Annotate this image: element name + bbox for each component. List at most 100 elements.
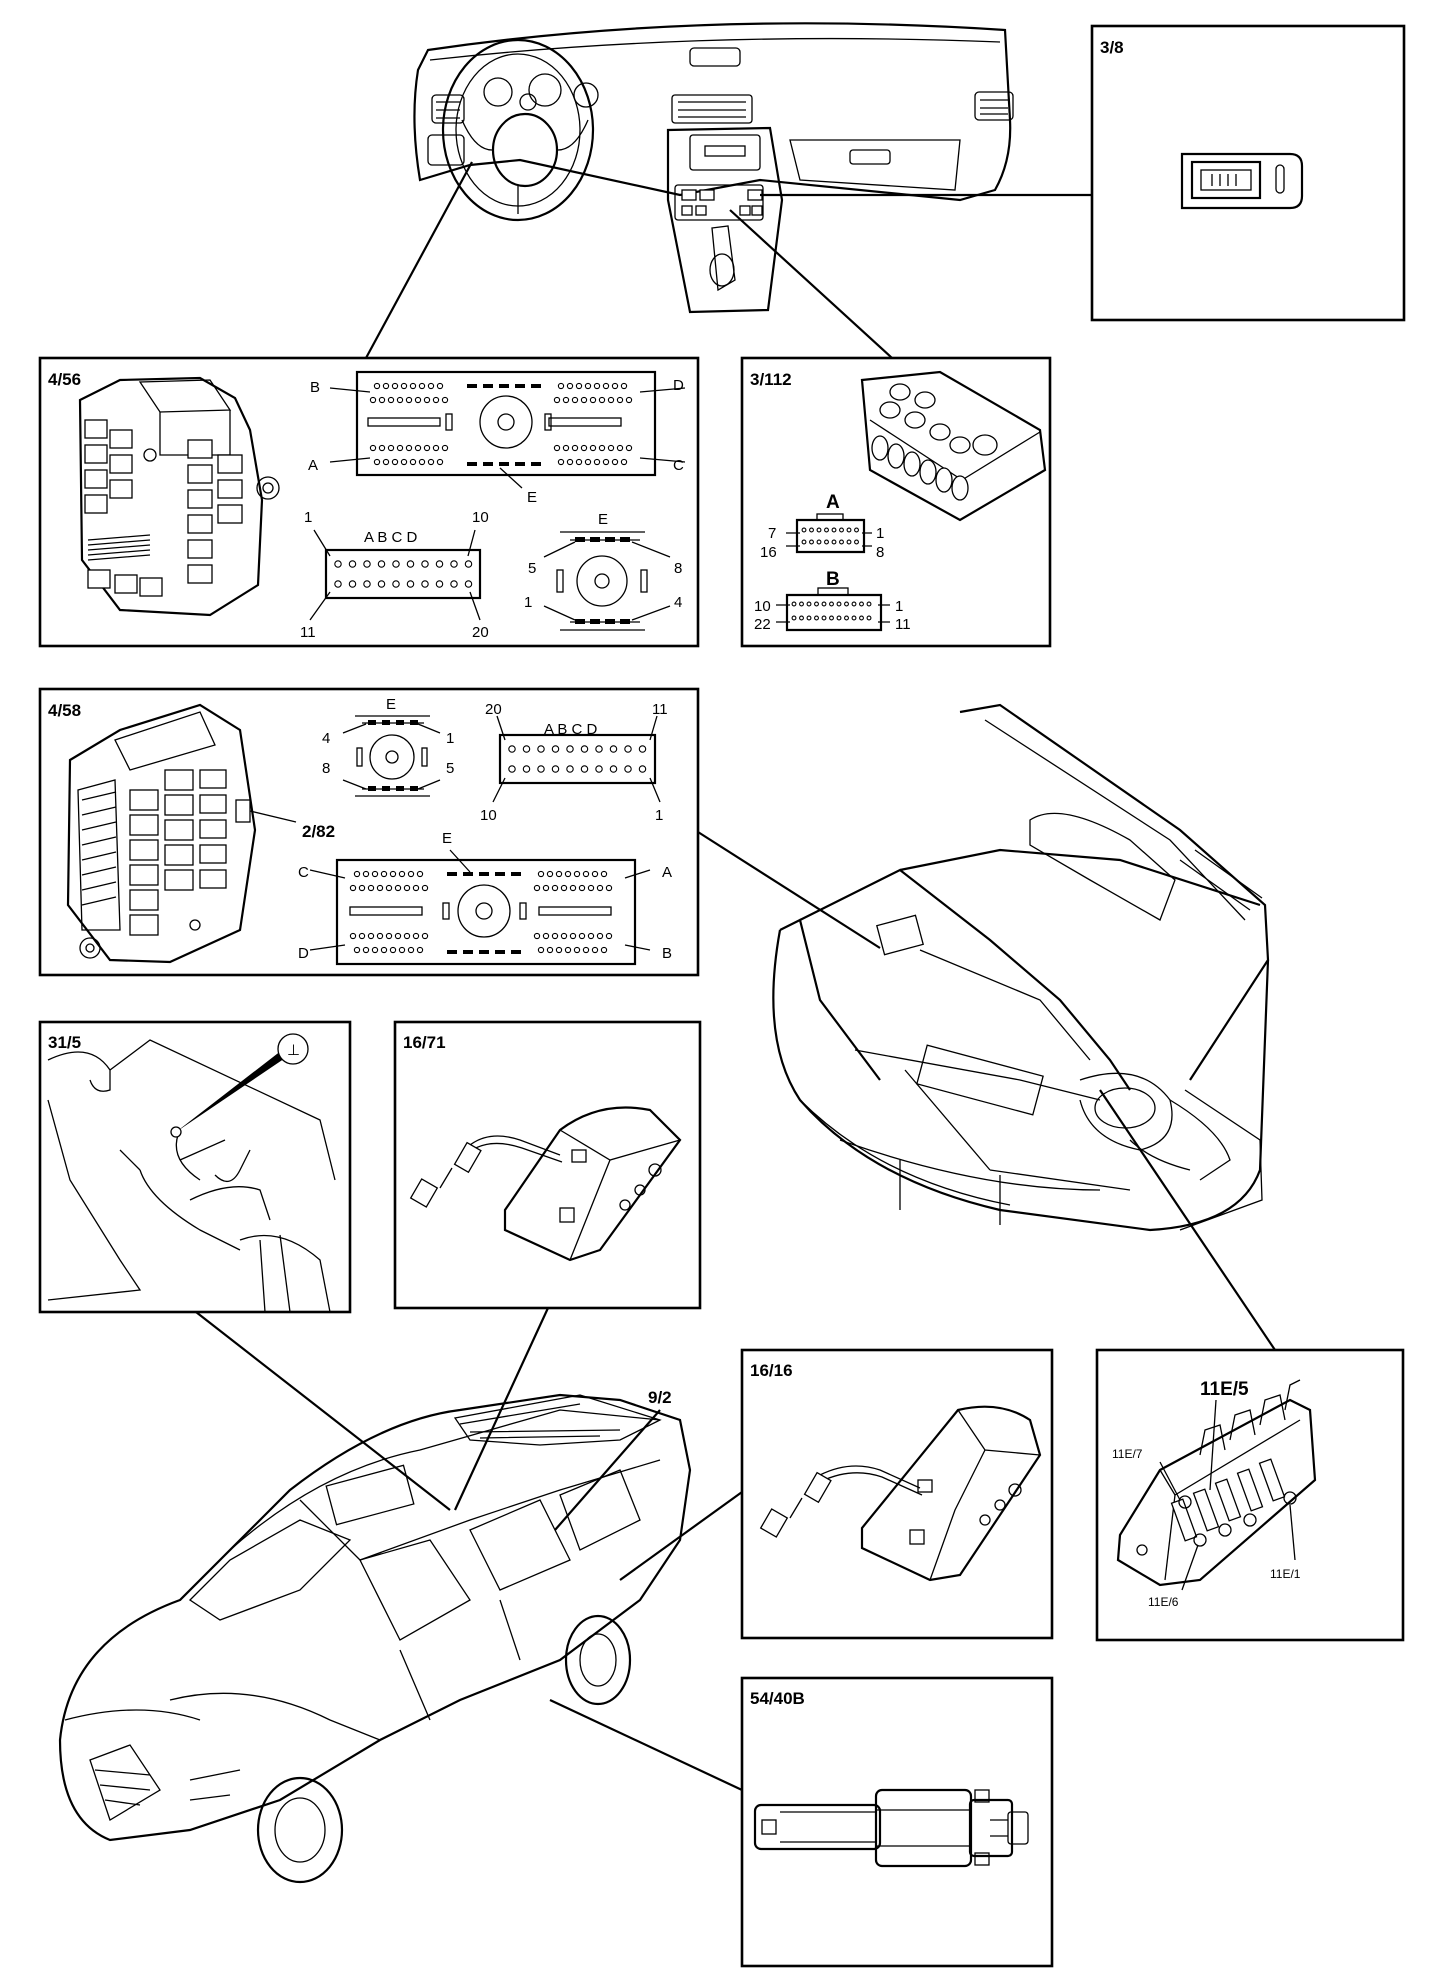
connector-slot: [511, 872, 521, 876]
connector-pin: [533, 932, 541, 940]
connector-pin: [836, 601, 842, 607]
connector-pin: [560, 884, 568, 892]
connector-pin: [392, 580, 400, 588]
strip-pin-10: 10: [480, 807, 497, 824]
connector-pin: [814, 615, 819, 621]
connector-pin: [371, 946, 379, 954]
connector-pin: [580, 396, 588, 404]
e-title: E: [598, 511, 608, 528]
connector-pin: [821, 601, 827, 607]
leader-lines: [195, 161, 1276, 1791]
rear-defrost-switch: [1180, 152, 1304, 210]
connector-slot: [463, 872, 473, 876]
connector-pin: [557, 382, 565, 390]
connector-b-label: B: [826, 569, 840, 590]
connector-pin: [582, 946, 590, 954]
e-pin-8: 8: [322, 760, 330, 777]
connector-pin: [551, 884, 559, 892]
panel-16-71: 16/71: [393, 1020, 702, 1310]
connector-pin: [416, 946, 424, 954]
connector-pin: [844, 601, 849, 607]
connector-pin: [414, 396, 422, 404]
panel-54-40b: 54/40B: [740, 1676, 1054, 1968]
conn-a-pin-1: 1: [876, 525, 884, 542]
connector-pin: [859, 615, 864, 621]
connector-pin: [377, 560, 386, 568]
connector-pin: [600, 946, 608, 954]
connector-pin: [432, 444, 440, 452]
connector-pin: [791, 615, 797, 621]
connector-pin: [533, 884, 541, 892]
connector-pin: [821, 615, 827, 621]
connector-pin: [575, 382, 583, 390]
connector-pin: [602, 458, 610, 466]
connector-pin: [591, 870, 599, 878]
car-illustration: [58, 1393, 692, 1884]
connector-pin: [607, 444, 615, 452]
connector-pin: [589, 444, 597, 452]
car-location-label: 9/2: [648, 1388, 672, 1407]
connector-pin: [806, 615, 812, 621]
connector-pin: [806, 601, 812, 607]
connector-pin: [353, 946, 361, 954]
connector-pin: [625, 396, 633, 404]
connector-pin: [566, 765, 574, 773]
conn-b-pin-10: 10: [754, 598, 771, 615]
connector-pin: [598, 396, 606, 404]
connector-pin: [522, 745, 531, 753]
panel-title: 16/16: [750, 1361, 793, 1380]
connector-pin: [591, 946, 599, 954]
connector-pin: [542, 932, 550, 940]
connector-pin: [542, 884, 550, 892]
connector-pin: [555, 946, 563, 954]
connector-pin: [407, 870, 415, 878]
connector-pin: [605, 932, 613, 940]
connector-pin: [423, 396, 431, 404]
connector-pin: [596, 932, 604, 940]
connector-pin: [580, 745, 589, 753]
connector-pin: [391, 382, 399, 390]
connector-pin: [801, 527, 807, 533]
connector-pin: [620, 382, 628, 390]
connector-pin: [624, 745, 632, 753]
connector-pin: [377, 580, 386, 588]
connector-pin: [382, 458, 390, 466]
connector-pin: [400, 458, 408, 466]
fuse-holder-assembly: [1116, 1379, 1317, 1591]
strip-pin-1: 1: [304, 509, 312, 526]
conn-b-pin-22: 22: [754, 616, 771, 633]
e-pin-4: 4: [674, 594, 682, 611]
connector-pin: [380, 946, 388, 954]
connector-pin: [801, 539, 807, 545]
connector-pin: [580, 765, 589, 773]
connector-label-c: C: [298, 864, 309, 881]
connector-pin: [427, 382, 435, 390]
connector-pin: [389, 870, 397, 878]
connector-pin: [508, 745, 516, 753]
connector-pin: [569, 932, 577, 940]
connector-pin: [407, 946, 415, 954]
strip-pin-11: 11: [300, 624, 316, 641]
strip-pin-10: 10: [472, 509, 489, 526]
strip-pin-20: 20: [472, 624, 489, 641]
connector-pin: [851, 601, 857, 607]
connector-slot: [499, 462, 509, 466]
panel-title: 4/58: [48, 701, 81, 720]
connector-pin: [405, 444, 413, 452]
connector-pin: [418, 382, 426, 390]
connector-slot: [483, 384, 493, 388]
connector-pin: [441, 444, 449, 452]
connector-pin: [394, 884, 402, 892]
connector-pin: [414, 444, 422, 452]
connector-pin: [571, 396, 579, 404]
connector-pin: [369, 396, 377, 404]
connector-pin: [611, 458, 619, 466]
connector-pin: [537, 745, 545, 753]
trunk-illustration: [772, 703, 1270, 1232]
connector-label-a: A: [308, 457, 318, 474]
connector-pin: [566, 458, 574, 466]
connector-pin: [638, 745, 647, 753]
connector-pin: [616, 396, 624, 404]
connector-pin: [578, 932, 586, 940]
connector-slot: [499, 384, 509, 388]
